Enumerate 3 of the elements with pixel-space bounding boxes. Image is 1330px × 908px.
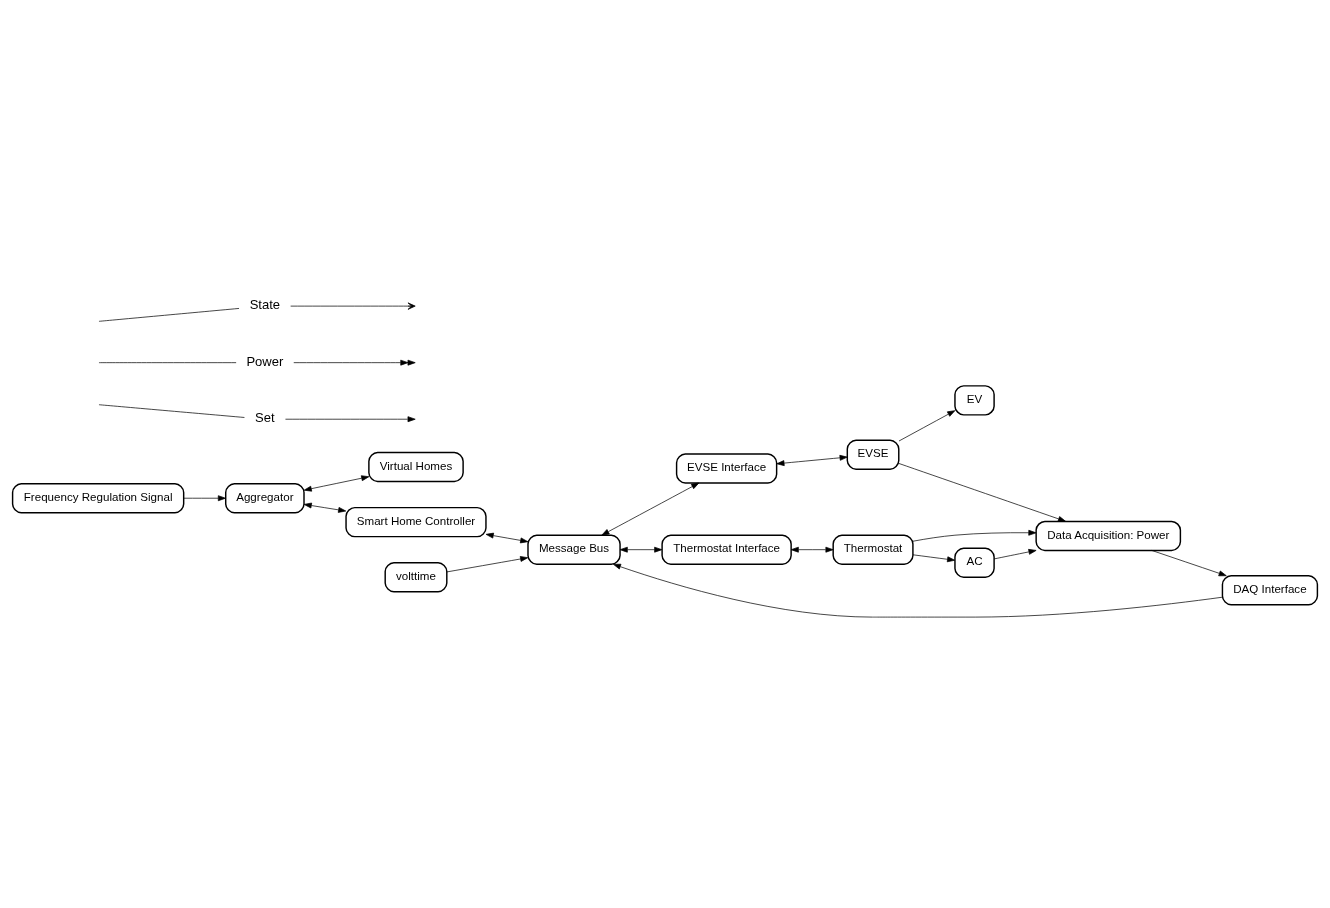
legend-label: State <box>249 297 281 313</box>
legend-label: Set <box>255 410 275 426</box>
legend-label: Power <box>246 353 284 369</box>
